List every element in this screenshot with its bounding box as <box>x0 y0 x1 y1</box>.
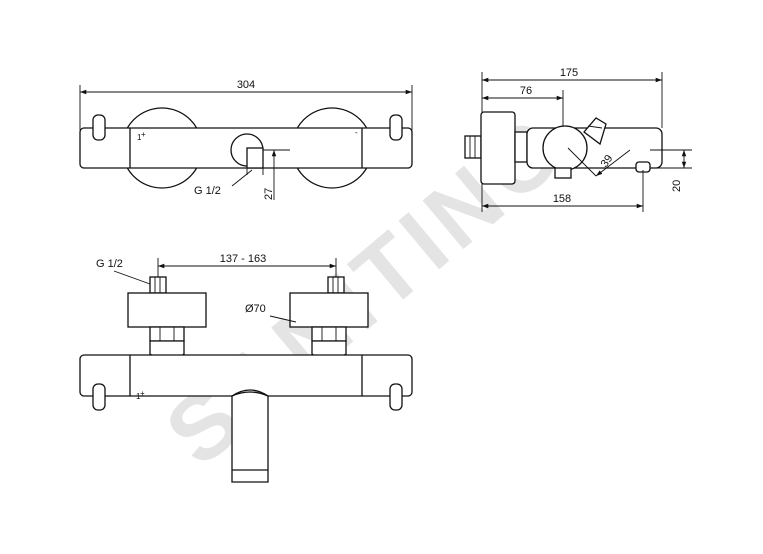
svg-text:1: 1 <box>136 392 141 401</box>
label-top-diameter: Ø70 <box>245 303 266 315</box>
front-view: 304 1 + - 27 G 1/2 <box>79 79 413 200</box>
svg-text:+: + <box>141 130 146 139</box>
svg-text:1: 1 <box>137 133 142 142</box>
svg-text:+: + <box>140 389 145 398</box>
svg-text:-: - <box>355 128 358 137</box>
dim-front-width: 304 <box>237 79 255 91</box>
dim-side-depth-total: 175 <box>560 67 578 79</box>
side-view: 175 76 39 20 <box>464 67 692 212</box>
label-front-connection: G 1/2 <box>194 185 221 197</box>
label-top-connection: G 1/2 <box>96 258 123 270</box>
dim-side-diameter-small: 39 <box>599 153 616 170</box>
dim-side-height: 20 <box>671 180 683 192</box>
top-view: G 1/2 137 - 163 Ø70 <box>79 253 413 483</box>
dim-front-height: 27 <box>263 188 275 200</box>
dim-side-depth-partial: 76 <box>520 85 532 97</box>
dim-side-depth-lower: 158 <box>553 193 571 205</box>
dim-top-spacing: 137 - 163 <box>220 253 266 265</box>
